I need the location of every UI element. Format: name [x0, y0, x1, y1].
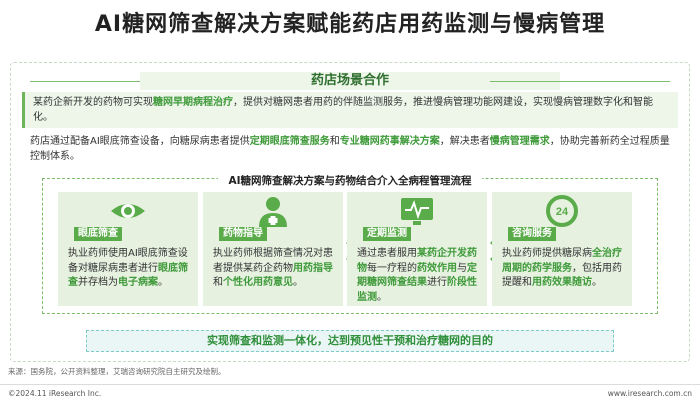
highlight-text: 糖网早期病程治疗 [153, 97, 233, 108]
body-text: 药店通过配备AI眼底筛查设备，向糖尿病患者提供 [30, 136, 250, 147]
body-text: 进行 [427, 277, 447, 288]
card-medication-guidance: 药物指导 执业药师根据筛查情况对患者提供某药企药物用药指导和个性化用药意见。 [203, 192, 343, 306]
intro-paragraph: 某药企新开发的药物可实现糖网早期病程治疗，提供对糖网患者用药的伴随监测服务，推进… [22, 92, 678, 128]
card-fundus-screening: 眼底筛查 执业药师使用AI眼底筛查设备对糖尿病患者进行眼底筛查并存档为电子病案。 [58, 192, 198, 306]
body-text: 。 [158, 277, 168, 288]
body-text: 执业药师根据筛查情况对患者提供某药企药物 [213, 248, 333, 274]
conclusion-banner: 实现筛查和监测一体化，达到预见性干预和治疗糖网的目的 [86, 330, 614, 352]
eye-icon [111, 204, 145, 218]
website-link[interactable]: www.iresearch.com.cn [607, 389, 692, 398]
body-text: 和 [329, 136, 340, 147]
body-text: 与 [457, 262, 467, 274]
monitor-icon [401, 198, 433, 225]
flow-title: AI糖网筛查解决方案与药物结合介入全病程管理流程 [218, 172, 482, 190]
body-text: ，解决患者 [439, 136, 490, 147]
pharmacy-paragraph: 药店通过配备AI眼底筛查设备，向糖尿病患者提供定期眼底筛查服务和专业糖网药事解决… [30, 134, 670, 166]
highlight-text: 某药企开发药物 [357, 248, 477, 274]
body-text: 通过患者服用 [357, 248, 417, 259]
highlight-text: 专业糖网药事解决方案 [339, 136, 440, 147]
body-text: 执业药师提供糖尿病 [502, 248, 592, 259]
card-description: 执业药师使用AI眼底筛查设备对糖尿病患者进行眼底筛查并存档为电子病案。 [68, 247, 190, 291]
card-description: 执业药师提供糖尿病全治疗周期的药学服务，包括用药提醒和用药效果随访。 [502, 247, 624, 291]
highlight-text: 用药指导 [293, 262, 333, 274]
highlight-text: 电子病案 [118, 277, 158, 288]
highlight-text: 眼底筛查 [68, 262, 188, 289]
body-text: ，协助完善新药全过程质量控制体系。 [30, 136, 670, 162]
card-label: 定期监测 [363, 227, 411, 241]
highlight-text: 阶段性监测 [357, 277, 477, 303]
highlight-text: 用药效果随访 [532, 277, 592, 288]
highlight-text: 慢病管理需求 [489, 136, 550, 147]
divider-right [490, 81, 670, 82]
body-text: 。 [377, 291, 387, 303]
page-title: AI糖网筛查解决方案赋能药店用药监测与慢病管理 [94, 12, 606, 37]
body-text: 。 [293, 277, 303, 288]
highlight-text: 药效作用 [417, 262, 457, 274]
pharmacist-icon [259, 197, 287, 227]
section-header: 药店场景合作 [0, 72, 700, 90]
card-periodic-monitoring: 定期监测 通过患者服用某药企开发药物每一疗程的药效作用与定期糖网筛查结果进行阶段… [347, 192, 487, 306]
footer-divider [0, 384, 700, 385]
card-label: 咨询服务 [508, 227, 556, 241]
highlight-text: 定期眼底筛查服务 [249, 136, 330, 147]
source-note: 来源：国务院，公开资料整理，艾瑞咨询研究院自主研究及绘制。 [8, 367, 226, 376]
section-title: 药店场景合作 [140, 72, 560, 90]
card-description: 通过患者服用某药企开发药物每一疗程的药效作用与定期糖网筛查结果进行阶段性监测。 [357, 247, 479, 305]
card-description: 执业药师根据筛查情况对患者提供某药企药物用药指导和个性化用药意见。 [213, 247, 335, 291]
body-text: ，提供对糖网患者用药的伴随监测服务，推进慢病管理功能网建设，实现慢病管理数字化和… [33, 97, 653, 123]
body-text: 和 [213, 277, 223, 288]
card-label: 眼底筛查 [74, 227, 122, 241]
body-text: 。 [592, 277, 602, 288]
card-consultation-service: 24 咨询服务 执业药师提供糖尿病全治疗周期的药学服务，包括用药提醒和用药效果随… [492, 192, 632, 306]
body-text: 每一疗程的 [367, 262, 417, 274]
body-text: 并存档为 [78, 277, 118, 288]
highlight-text: 定期糖网筛查结果 [357, 262, 477, 289]
divider-left [30, 81, 210, 82]
body-text: 某药企新开发的药物可实现 [33, 97, 153, 108]
highlight-text: 个性化用药意见 [223, 277, 293, 288]
24h-service-icon: 24 [546, 195, 578, 227]
body-text: ，包括用药提醒和 [502, 262, 622, 289]
body-text: 执业药师使用AI眼底筛查设备对糖尿病患者进行 [68, 248, 188, 274]
svg-text:24: 24 [556, 206, 569, 218]
highlight-text: 全治疗周期的药学服务 [502, 248, 622, 274]
card-label: 药物指导 [219, 227, 267, 241]
copyright: ©2024.11 iResearch Inc. [8, 389, 102, 398]
